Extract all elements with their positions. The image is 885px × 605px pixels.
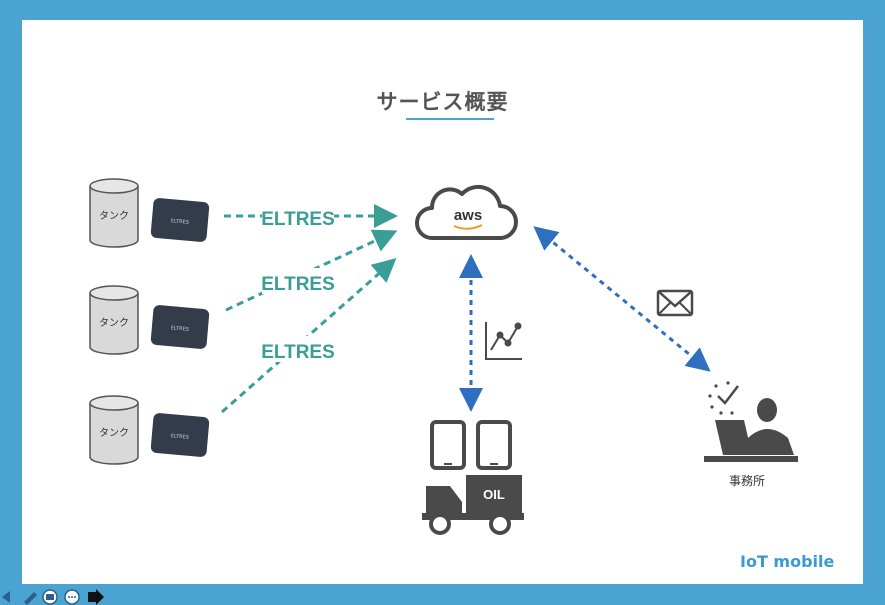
tank-icon: タンク: [89, 178, 139, 248]
clock-check-icon: [708, 381, 739, 415]
aws-label: aws: [454, 207, 482, 224]
tank-icon: タンク: [89, 285, 139, 355]
device-icon: ELTRES: [150, 413, 210, 457]
eltres-link-label: ELTRES: [261, 274, 335, 295]
office-label: 事務所: [729, 474, 765, 488]
cloud-icon: aws: [415, 184, 518, 240]
mail-icon: [656, 289, 694, 317]
eltres-arrow: [225, 229, 398, 312]
tank-icon: タンク: [89, 395, 139, 465]
device-label: ELTRES: [171, 433, 190, 441]
title-underline: [406, 118, 494, 120]
slide-toolbar: [2, 589, 104, 605]
device-icon: ELTRES: [150, 198, 210, 242]
chart-icon: [485, 322, 522, 360]
office-arrow: [533, 226, 711, 372]
next-arrow-icon[interactable]: [88, 589, 104, 605]
service-diagram: タンク ELTRES タンク ELTRES タンク ELTRES: [89, 178, 798, 535]
office-worker-icon: [704, 398, 798, 462]
truck-label: OIL: [483, 487, 505, 502]
tank-label: タンク: [99, 210, 129, 222]
prev-arrow-icon[interactable]: [2, 591, 10, 603]
more-icon[interactable]: [64, 589, 80, 605]
slides-icon[interactable]: [42, 589, 58, 605]
tank-label: タンク: [99, 427, 129, 439]
device-label: ELTRES: [171, 325, 190, 333]
tablet-icon: [476, 420, 512, 470]
tank-label: タンク: [99, 317, 129, 329]
pen-icon[interactable]: [24, 592, 37, 605]
brand-logo: IoT mobile: [740, 552, 835, 571]
eltres-link-label: ELTRES: [261, 209, 335, 230]
device-label: ELTRES: [171, 218, 190, 226]
device-icon: ELTRES: [150, 305, 210, 349]
smartphone-icon: [430, 420, 466, 470]
page-title: サービス概要: [376, 90, 509, 114]
slide: サービス概要 タンク ELTRES タ: [22, 20, 863, 584]
truck-icon: OIL: [422, 475, 524, 535]
eltres-link-label: ELTRES: [261, 342, 335, 363]
